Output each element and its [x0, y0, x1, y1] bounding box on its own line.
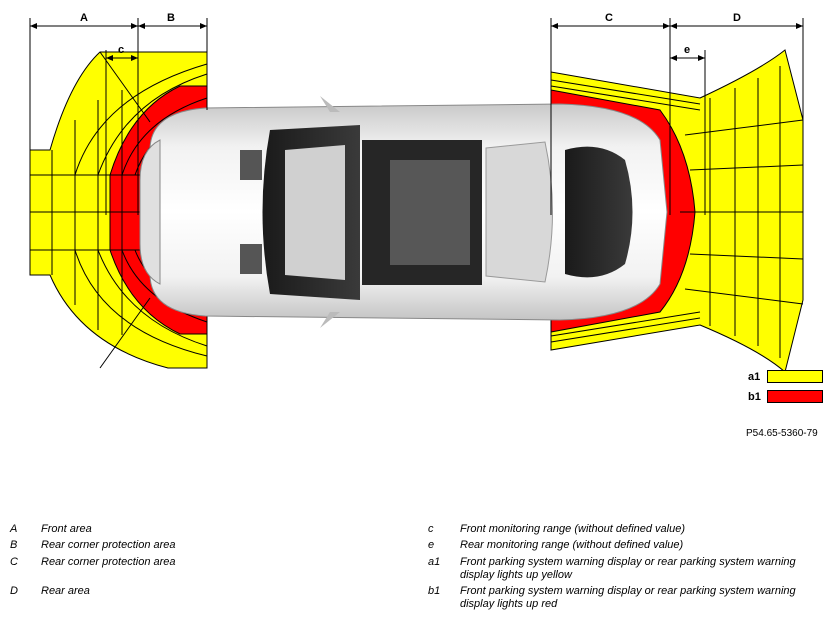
legend-key-a1: a1 [748, 371, 761, 383]
caption-text: Rear corner protection area [41, 556, 176, 568]
caption-key: C [10, 556, 18, 568]
caption-key: b1 [428, 585, 441, 597]
caption-text: Front monitoring range (without defined … [460, 523, 686, 535]
dimension-arrows [30, 23, 803, 61]
dimension-label-c-small: c [118, 44, 124, 56]
caption-text: Front parking system warning display or … [460, 556, 796, 581]
legend-key-b1: b1 [748, 391, 761, 403]
caption-key: B [10, 539, 18, 551]
caption-key: A [10, 523, 18, 535]
caption-text: Front parking system warning display or … [460, 585, 796, 610]
dimension-label-b: B [167, 12, 175, 24]
car-top-view [139, 96, 668, 328]
dimension-label-a: A [80, 12, 88, 24]
caption-key: D [10, 585, 18, 597]
dimension-label-c: C [605, 12, 613, 24]
caption-key: e [428, 539, 435, 551]
caption-key: a1 [428, 556, 441, 568]
reference-code: P54.65-5360-79 [746, 428, 818, 439]
caption-text: Rear corner protection area [41, 539, 176, 551]
parking-sensor-diagram: A B c C D e [29, 12, 804, 373]
caption-text: Rear monitoring range (without defined v… [460, 539, 684, 551]
dimension-lines [29, 18, 804, 215]
caption-key: c [428, 523, 434, 535]
dimension-label-e-small: e [684, 44, 690, 56]
caption-text: Front area [41, 523, 92, 535]
dimension-label-d: D [733, 12, 741, 24]
legend-swatch-yellow [767, 370, 823, 383]
legend-swatch-red [767, 390, 823, 403]
caption-text: Rear area [41, 585, 90, 597]
